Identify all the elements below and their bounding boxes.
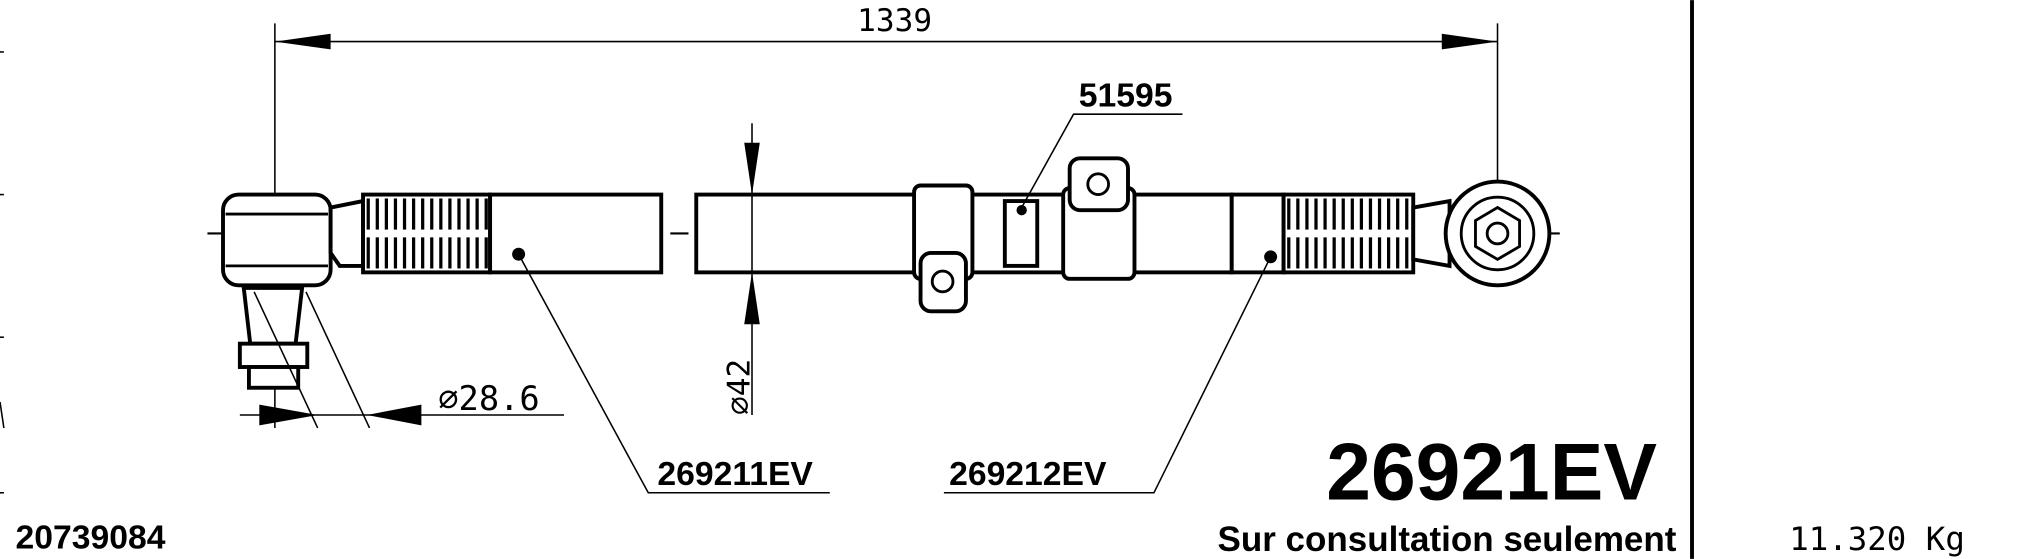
ball-pin-diameter-dimension: ⌀28.6 [239, 379, 565, 426]
left-end-part-label: 269211EV [657, 455, 813, 493]
tube-diameter-dimension: ⌀42 [721, 123, 760, 415]
main-part-number: 26921EV [1326, 427, 1657, 517]
reference-number: 20739084 [16, 519, 166, 557]
right-ball-joint [1443, 179, 1552, 288]
left-sleeve [361, 192, 664, 275]
tube-diameter-label: ⌀42 [721, 359, 757, 415]
availability-note: Sur consultation seulement [1217, 520, 1676, 559]
right-end-part-label: 269212EV [949, 455, 1107, 493]
clamp-part-label: 51595 [1079, 76, 1173, 114]
weight-label: 11.320 Kg [1789, 520, 1965, 558]
center-tube [694, 156, 1234, 314]
overall-length-label: 1339 [857, 3, 932, 39]
part-callouts: 269211EV 269212EV 51595 [517, 76, 1272, 494]
ball-pin-diameter-label: ⌀28.6 [438, 379, 539, 418]
right-sleeve [1229, 192, 1452, 275]
left-ball-joint [221, 192, 371, 429]
border-ticks [0, 51, 5, 494]
